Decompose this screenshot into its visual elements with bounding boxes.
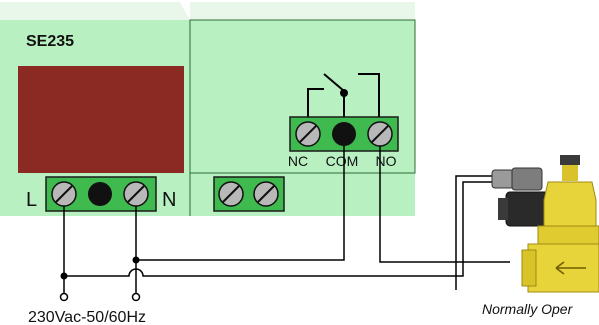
model-label: SE235 [26, 33, 74, 50]
no-screw [367, 121, 393, 147]
junction-l [60, 272, 68, 280]
supply-label: 230Vac-50/60Hz [28, 309, 146, 325]
center-screw [88, 182, 112, 206]
no-wire [379, 146, 510, 263]
junction-n [132, 256, 140, 264]
display-window [18, 66, 184, 173]
aux-screw-1 [218, 181, 244, 207]
housing-top-right [190, 2, 415, 20]
relay-contact-symbol [307, 73, 380, 119]
nc-screw [295, 121, 321, 147]
relay-terminal-block [289, 116, 399, 152]
l-bus-wire [64, 181, 492, 277]
solenoid-valve-icon [491, 155, 599, 293]
l-label: L [26, 189, 37, 211]
housing-top-left [0, 2, 190, 20]
aux-screw-2 [253, 181, 279, 207]
supply-terminal-l [59, 292, 69, 302]
nc-label: NC [288, 153, 308, 169]
relay-window [189, 19, 416, 174]
com-bus-wire [136, 146, 345, 261]
n-screw [123, 181, 149, 207]
valve-caption: Normally Oper [482, 301, 574, 317]
n-label: N [162, 189, 176, 211]
supply-terminal-n [131, 292, 141, 302]
com-label: COM [326, 153, 359, 169]
aux-terminal-block [213, 176, 285, 212]
com-screw [332, 122, 356, 146]
wiring [63, 146, 510, 294]
l-screw [51, 181, 77, 207]
no-label: NO [376, 153, 397, 169]
valve-cable [455, 175, 492, 290]
power-terminal-block [45, 176, 157, 212]
